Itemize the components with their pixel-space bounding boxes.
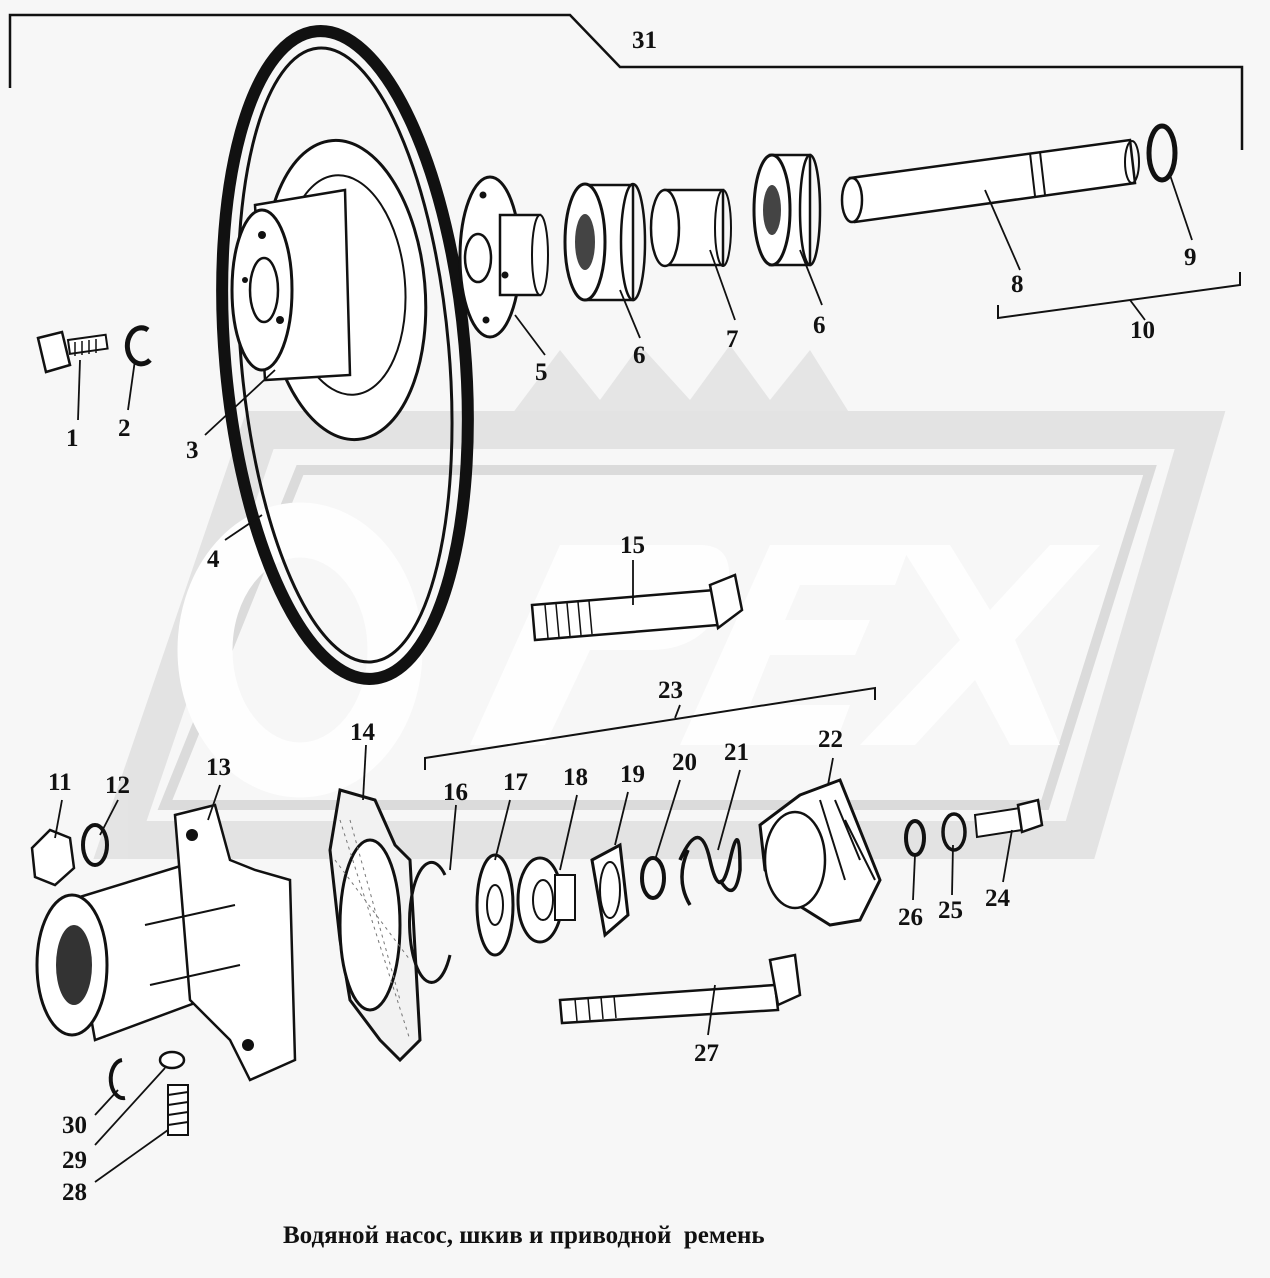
callout-5: 5 <box>535 359 548 386</box>
callout-11: 11 <box>48 769 72 796</box>
callout-8: 8 <box>1011 271 1024 298</box>
retaining-ring <box>408 860 452 984</box>
long-bolt <box>530 573 744 642</box>
callout-6-b: 6 <box>813 312 826 339</box>
seal-cup <box>590 842 630 938</box>
gasket <box>328 788 422 1063</box>
diagram-caption: Водяной насос, шкив и приводной ремень <box>283 1222 765 1249</box>
callout-7: 7 <box>726 326 739 353</box>
nut <box>30 828 76 887</box>
bolt <box>36 330 109 374</box>
snap-ring <box>1146 123 1178 183</box>
clip <box>108 1058 126 1101</box>
seal-seat <box>516 856 576 944</box>
flat-washer <box>81 823 109 867</box>
pump-shaft <box>840 138 1140 224</box>
callout-4: 4 <box>207 546 220 573</box>
impeller <box>758 778 882 927</box>
callout-14: 14 <box>350 719 376 746</box>
callout-2: 2 <box>118 415 131 442</box>
small-nut <box>158 1050 186 1070</box>
callout-22: 22 <box>818 726 843 753</box>
bearing <box>752 153 822 267</box>
bracket-10 <box>997 272 1241 320</box>
small-bolt <box>973 798 1044 839</box>
callout-1: 1 <box>66 425 79 452</box>
group-bracket <box>8 13 1244 150</box>
callout-15: 15 <box>620 532 645 559</box>
callout-labels: 1 2 3 4 5 6 6 7 8 9 10 11 12 13 14 15 16… <box>48 244 1197 1206</box>
callout-3: 3 <box>186 437 199 464</box>
leader-lines <box>54 174 1193 1183</box>
callout-24: 24 <box>985 885 1011 912</box>
callout-29: 29 <box>62 1147 87 1174</box>
bearing <box>563 182 647 302</box>
callout-26: 26 <box>898 904 923 931</box>
callout-12: 12 <box>105 772 130 799</box>
callout-18: 18 <box>563 764 588 791</box>
bracket-23 <box>424 686 876 770</box>
spring <box>678 836 742 906</box>
drain-plug <box>167 1084 189 1136</box>
callout-19: 19 <box>620 761 645 788</box>
group-number: 31 <box>632 27 657 54</box>
callout-16: 16 <box>443 779 468 806</box>
seal-ring <box>475 853 515 957</box>
callout-21: 21 <box>724 739 749 766</box>
lock-washer <box>124 325 152 367</box>
callout-23: 23 <box>658 677 683 704</box>
callout-20: 20 <box>672 749 697 776</box>
spacer-sleeve <box>649 188 732 268</box>
callout-30: 30 <box>62 1112 87 1139</box>
callout-28: 28 <box>62 1179 87 1206</box>
pulley <box>230 138 428 442</box>
callout-10: 10 <box>1130 317 1155 344</box>
callout-13: 13 <box>206 754 231 781</box>
callout-17: 17 <box>503 769 528 796</box>
spring-washer <box>941 812 967 852</box>
pump-housing <box>35 803 297 1082</box>
flange-hub <box>458 175 549 339</box>
long-bolt <box>558 953 802 1025</box>
callout-9: 9 <box>1184 244 1197 271</box>
callout-6: 6 <box>633 342 646 369</box>
o-ring <box>640 856 666 900</box>
callout-25: 25 <box>938 897 963 924</box>
callout-27: 27 <box>694 1040 719 1067</box>
drive-belt <box>216 25 474 685</box>
